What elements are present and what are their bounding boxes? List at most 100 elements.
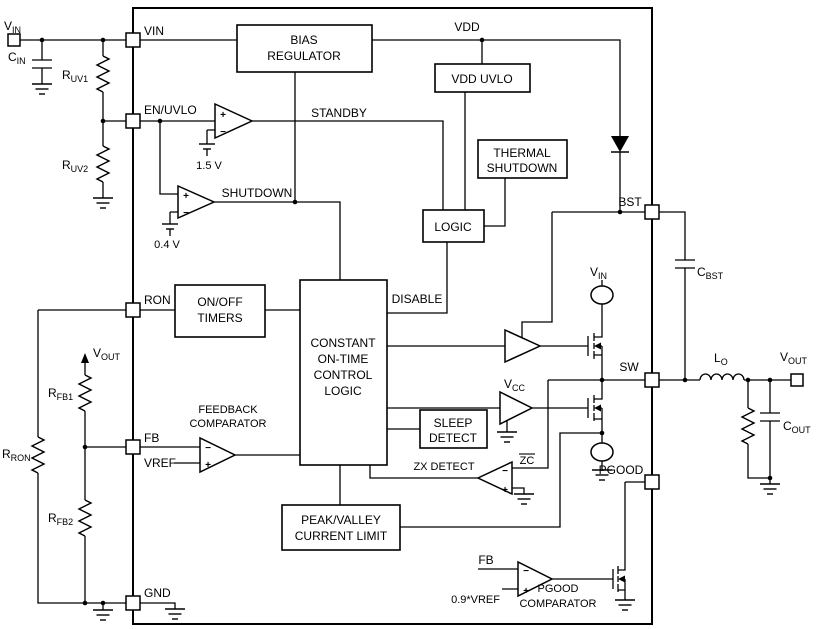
- thermal-shutdown-label-2: SHUTDOWN: [487, 161, 558, 175]
- pgood-comparator-label-2: COMPARATOR: [519, 598, 596, 610]
- peak-valley-current-limit-block: [281, 504, 401, 551]
- zx-comp-plus: +: [502, 485, 508, 496]
- low-side-driver: [499, 390, 534, 426]
- bst-pin-label: BST: [618, 195, 642, 209]
- low-side-mosfet: [587, 380, 603, 443]
- enable-comp-minus: −: [220, 127, 226, 138]
- cout-capacitor: [760, 412, 780, 422]
- rfb2-resistor: [78, 499, 92, 537]
- net-thermal-to-logic: [484, 178, 506, 227]
- thermal-shutdown-label-1: THERMAL: [493, 146, 551, 160]
- rfb2-label: RFB2: [48, 511, 73, 527]
- net-bst: [521, 211, 686, 380]
- net-vin: [20, 39, 237, 84]
- vin-internal-label: VIN: [590, 265, 607, 281]
- zx-detect-label: ZX DETECT: [413, 461, 474, 473]
- ground-symbol: [496, 431, 518, 443]
- ruv2-resistor: [96, 145, 110, 183]
- vdd-net-label: VDD: [454, 20, 480, 34]
- cot-label-1: CONSTANT: [310, 336, 376, 350]
- net-standby: [252, 120, 444, 210]
- ruv1-label: RUV1: [62, 68, 88, 84]
- standby-net-label: STANDBY: [311, 106, 367, 120]
- vin-terminal-label: VIN: [4, 19, 21, 35]
- fb-internal-label: FB: [478, 553, 493, 567]
- sleep-detect-label-2: DETECT: [429, 431, 478, 445]
- ground-symbol: [92, 197, 114, 209]
- feedback-comparator: [199, 436, 237, 474]
- en-uvlo-pin: [125, 113, 141, 129]
- gnd-pin: [125, 595, 141, 611]
- load-resistor: [741, 407, 755, 445]
- feedback-comparator-label-1: FEEDBACK: [198, 404, 258, 416]
- shutdown-comparator: [177, 184, 216, 220]
- sleep-detect-block: [419, 409, 488, 449]
- en-ref-label: 1.5 V: [196, 160, 222, 172]
- rron-resistor: [31, 436, 45, 474]
- logic-block: [422, 209, 485, 243]
- ground-symbol: [164, 608, 186, 620]
- sleep-detect-label-1: SLEEP: [434, 416, 473, 430]
- bias-regulator-label-2: REGULATOR: [267, 49, 341, 63]
- zx-comp-minus: −: [502, 466, 508, 477]
- high-side-driver: [504, 328, 542, 364]
- zc-net-label: ZC: [520, 455, 535, 467]
- pgood-comp-plus: +: [523, 586, 529, 597]
- en-uvlo-pin-label: EN/UVLO: [144, 103, 197, 117]
- junction-dots: [39, 37, 773, 606]
- rfb1-resistor: [78, 374, 92, 412]
- vdd-uvlo-block: [434, 63, 531, 93]
- pgood-mosfet: [612, 482, 626, 600]
- vcc-label: VCC: [504, 377, 526, 393]
- high-side-mosfet: [587, 304, 603, 380]
- cbst-label: CBST: [697, 265, 724, 281]
- thermal-shutdown-block: [477, 139, 568, 179]
- pgood-pin: [644, 474, 660, 490]
- net-comparator-refs: [169, 129, 215, 236]
- ground-symbol: [513, 493, 535, 505]
- ground-symbol: [614, 599, 636, 611]
- ron-pin-label: RON: [144, 293, 171, 307]
- ground-symbol: [759, 483, 781, 495]
- bst-pin: [644, 204, 660, 220]
- vin-current-source: [590, 285, 614, 305]
- vref-label: VREF: [144, 456, 176, 470]
- net-cot-io: [339, 345, 588, 505]
- shutdown-reference-cell: [161, 223, 179, 230]
- vout-arrow: [81, 353, 89, 363]
- pgood-pin-label: PGOOD: [599, 463, 644, 477]
- sense-current-source: [590, 442, 614, 462]
- cin-label: CIN: [8, 50, 26, 66]
- enable-comp-plus: +: [220, 110, 226, 121]
- bias-regulator-label-1: BIAS: [290, 33, 317, 47]
- vout-terminal-label: VOUT: [780, 350, 808, 366]
- net-power-stage: [400, 280, 645, 528]
- vin-terminal: [7, 33, 21, 47]
- rron-label: RRON: [2, 447, 31, 463]
- fb-pin-label: FB: [144, 431, 159, 445]
- gnd-pin-label: GND: [144, 586, 171, 600]
- vout-terminal: [790, 373, 804, 387]
- on-off-timers-block: [174, 284, 266, 338]
- timers-label-1: ON/OFF: [197, 295, 242, 309]
- shutdown-comp-minus: −: [183, 208, 189, 219]
- net-vref-fbcomp: [174, 454, 300, 464]
- net-ron: [37, 309, 300, 437]
- net-zc: [512, 380, 549, 494]
- cot-control-logic-block: [299, 279, 388, 466]
- ground-symbol: [31, 83, 53, 95]
- cout-label: COUT: [783, 419, 811, 435]
- pgood-comparator: [517, 560, 554, 598]
- ruv1-resistor: [96, 55, 110, 93]
- en-reference-cell: [198, 143, 216, 150]
- net-disable: [387, 242, 448, 314]
- enable-comparator: [214, 102, 254, 140]
- peak-valley-label-2: CURRENT LIMIT: [295, 529, 388, 543]
- zx-detect-comparator: [476, 460, 513, 496]
- bias-regulator-block: [236, 24, 373, 73]
- timers-label-2: TIMERS: [197, 311, 242, 325]
- fb-comp-plus: +: [205, 460, 211, 471]
- rfb1-label: RFB1: [48, 386, 73, 402]
- fb-pin: [125, 439, 141, 455]
